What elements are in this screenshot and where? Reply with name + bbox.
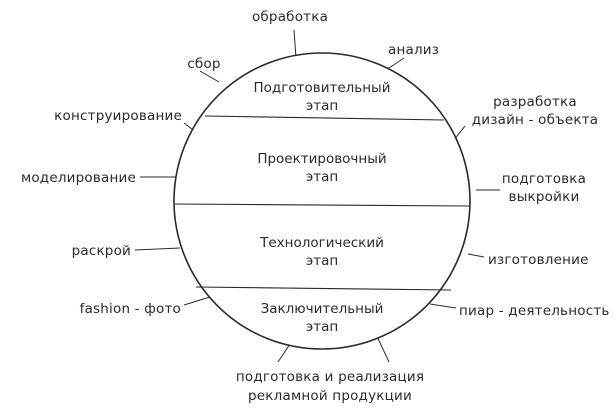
label-razrabotka-line2: дизайн - объекта (472, 112, 599, 128)
connector-obrabotka (293, 29, 297, 59)
label-raskroi: раскрой (72, 243, 131, 259)
divider-2 (174, 203, 471, 207)
connector-raskroi (134, 247, 181, 251)
phase-1-line1: Подготовительный (254, 80, 391, 96)
divider-3 (195, 286, 452, 291)
label-reklama-line1: подготовка и реализация (236, 369, 424, 385)
label-podgotovka-line1: подготовка (502, 171, 586, 187)
divider-1 (204, 115, 445, 121)
label-izgotovlenie: изготовление (488, 252, 589, 268)
connector-analiz (385, 57, 405, 71)
phase-4-line1: Заключительный (261, 301, 384, 317)
label-razrabotka-line1: разработка (493, 94, 577, 110)
label-piar: пиар - деятельность (459, 303, 610, 319)
phase-2-line1: Проектировочный (257, 151, 386, 167)
label-konstruirovanie: конструирование (54, 108, 182, 124)
label-podgotovka-line2: выкройки (509, 189, 580, 205)
stages-circle (173, 52, 471, 350)
connector-piar (429, 303, 457, 309)
label-sbor: сбор (187, 56, 220, 72)
phase-3-line2: этап (306, 253, 338, 269)
phase-1-line2: этап (306, 98, 338, 114)
connector-fashion-foto (183, 296, 211, 306)
phase-4-line2: этап (306, 319, 338, 335)
phase-2-line2: этап (306, 169, 338, 185)
label-analiz: анализ (388, 42, 439, 58)
label-fashion-foto: fashion - фото (80, 301, 181, 317)
label-modelirovanie: моделирование (21, 170, 136, 186)
connector-izgotovlenie (467, 253, 485, 258)
label-obrabotka: обработка (252, 9, 328, 25)
connector-sbor (199, 70, 220, 83)
phase-3-line1: Технологический (259, 235, 384, 251)
label-reklama-line2: рекламной продукции (248, 388, 412, 404)
